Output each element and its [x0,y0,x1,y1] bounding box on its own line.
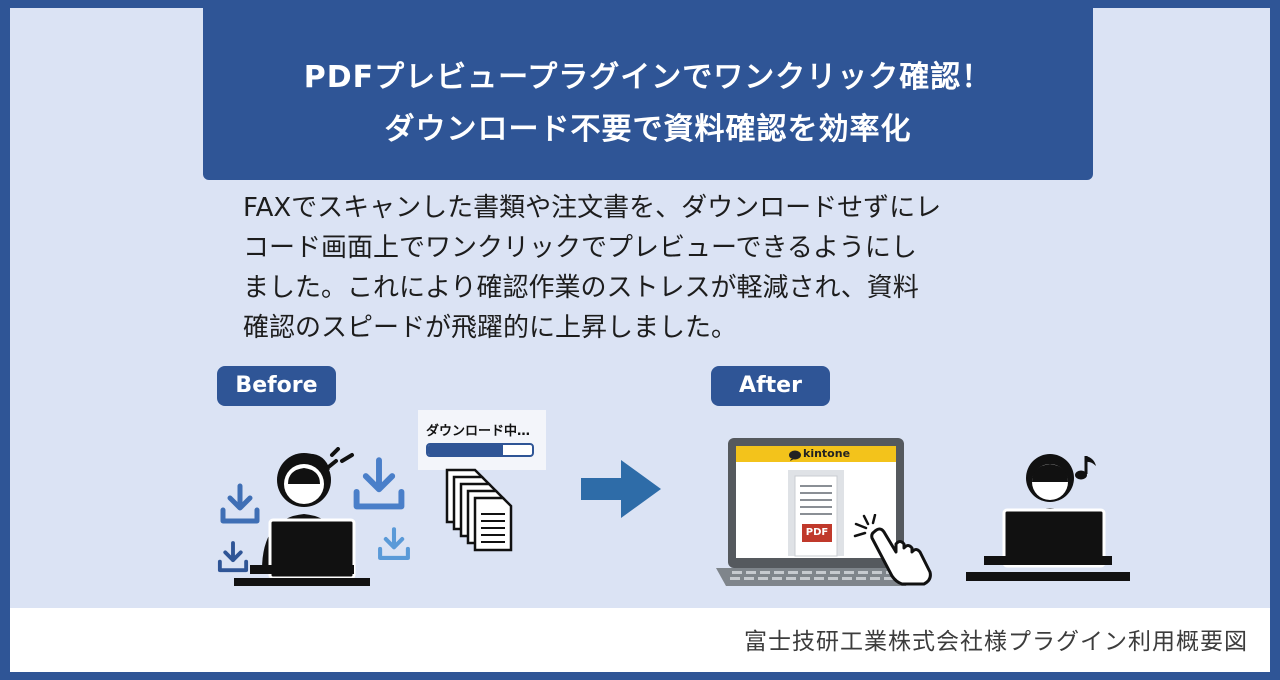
music-note-icon [1075,456,1096,480]
stress-mark-icon [324,447,354,471]
description-line-2: コード画面上でワンクリックでプレビューできるようにし [243,233,917,263]
download-status-panel [418,410,546,470]
description-text: FAXでスキャンした書類や注文書を、ダウンロードせずにレ コード画面上でワンクリ… [243,188,1073,348]
download-icon [217,541,249,573]
description-line-1: FAXでスキャンした書類や注文書を、ダウンロードせずにレ [243,193,942,223]
description-line-3: ました。これにより確認作業のストレスが軽減され、資料 [243,273,919,303]
title-banner: PDFプレビュープラグインでワンクリック確認！ ダウンロード不要で資料確認を効率… [203,8,1093,180]
pdf-file-badge: PDF [805,527,829,538]
before-label: Before [217,366,336,406]
laptop-icon [716,438,916,586]
download-progress-fill [428,445,503,455]
description-line-4: 確認のスピードが飛躍的に上昇しました。 [243,313,738,343]
download-icon [378,527,410,560]
after-label: After [711,366,830,406]
kintone-logo-icon [789,450,801,461]
title-line-2: ダウンロード不要で資料確認を効率化 [384,112,912,147]
documents-stack-icon [445,468,513,552]
stressed-person-icon [234,453,370,586]
download-icon [353,457,405,510]
kintone-app-name: kintone [803,447,851,460]
arrow-right-icon [581,460,661,518]
download-progress-bar [426,443,534,457]
click-burst-icon [853,514,877,538]
download-icon [220,483,260,524]
relaxed-person-icon [966,454,1130,581]
footer-bar: 富士技研工業株式会社様プラグイン利用概要図 [10,608,1270,672]
footer-caption: 富士技研工業株式会社様プラグイン利用概要図 [744,629,1248,655]
pointing-hand-icon [870,527,932,586]
download-status-label: ダウンロード中… [426,424,531,439]
title-line-1: PDFプレビュープラグインでワンクリック確認！ [303,60,993,95]
